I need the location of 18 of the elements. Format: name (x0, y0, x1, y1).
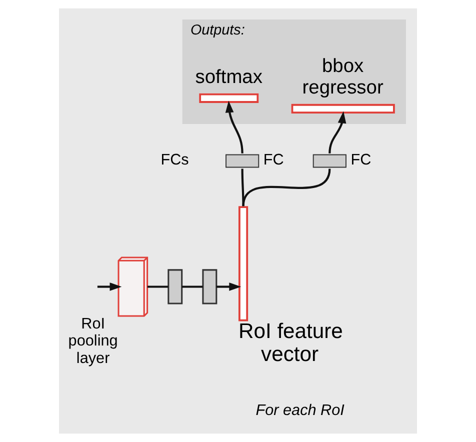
node-label: softmax (195, 66, 262, 88)
connector (242, 168, 331, 206)
node-box (202, 269, 218, 304)
node-label: RoI pooling layer (68, 315, 118, 367)
arrow (225, 100, 244, 154)
node-label: FC (263, 152, 284, 169)
arrow (216, 282, 242, 291)
node-box (168, 269, 183, 304)
connector (182, 286, 203, 288)
label: FCs (160, 152, 189, 169)
connector (241, 168, 244, 206)
arrow (328, 111, 346, 154)
label: For each RoI (256, 402, 344, 420)
arrow (97, 282, 122, 291)
node-label: FC (350, 152, 372, 169)
connector (147, 286, 168, 288)
node-label: RoI feature vector (238, 320, 343, 366)
node-label: bbox regressor (302, 56, 384, 98)
